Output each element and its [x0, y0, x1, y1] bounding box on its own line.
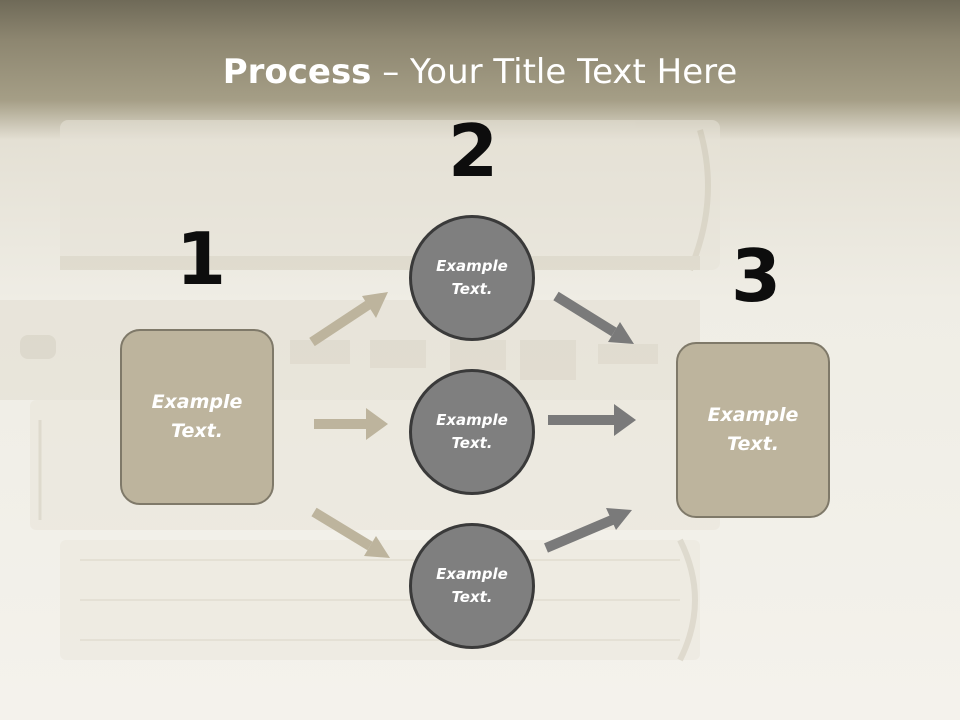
circle-bottom-line1: Example: [436, 565, 508, 583]
arrow-from-bottom-circle: [544, 508, 632, 553]
circle-bottom: Example Text.: [409, 523, 535, 649]
step-number-3: 3: [731, 234, 782, 318]
step-number-2: 2: [448, 109, 499, 193]
right-box-line2: Text.: [727, 433, 779, 455]
arrow-from-top-circle: [553, 291, 634, 344]
left-box-line1: Example: [151, 391, 243, 413]
left-box: Example Text.: [120, 329, 274, 505]
circle-bottom-line2: Text.: [451, 588, 493, 606]
circle-top-line1: Example: [436, 257, 508, 275]
title-bold: Process: [222, 52, 372, 92]
step-number-1: 1: [176, 217, 227, 301]
right-box: Example Text.: [676, 342, 830, 518]
left-box-line2: Text.: [171, 420, 223, 442]
right-box-line1: Example: [707, 404, 799, 426]
arrow-from-middle-circle: [548, 404, 636, 436]
circle-top-line2: Text.: [451, 280, 493, 298]
arrow-to-top-circle: [309, 292, 388, 347]
circle-middle-line2: Text.: [451, 434, 493, 452]
title-rest: – Your Title Text Here: [371, 52, 738, 92]
circle-middle: Example Text.: [409, 369, 535, 495]
arrow-to-middle-circle: [314, 408, 388, 440]
circle-middle-line1: Example: [436, 411, 508, 429]
slide-title: Process – Your Title Text Here: [0, 52, 960, 92]
arrow-to-bottom-circle: [311, 507, 390, 558]
circle-top: Example Text.: [409, 215, 535, 341]
